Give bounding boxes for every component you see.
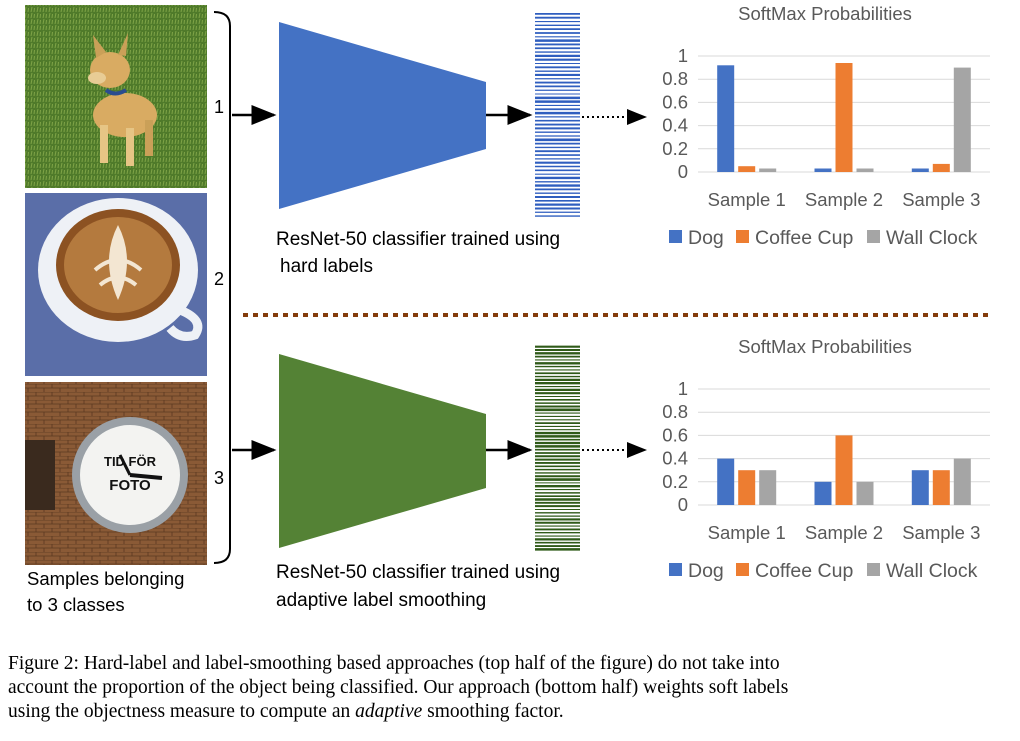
chart-bar-wall-clock (759, 470, 777, 505)
chart-ytick-label: 0.8 (662, 401, 688, 422)
caption-line-3-pre: using the objectness measure to compute … (8, 701, 356, 722)
chart-bar-wall-clock (953, 67, 971, 172)
classifier-caption-bottom-line1: ResNet-50 classifier trained using (276, 562, 560, 583)
chart-bar-wall-clock (759, 168, 777, 172)
label-vector-adaptive (535, 345, 580, 551)
legend-swatch-wall-clock (867, 563, 880, 576)
classifier-caption-top-line1: ResNet-50 classifier trained using (276, 229, 560, 250)
chart-bar-dog (814, 481, 832, 505)
caption-line-2: account the proportion of the object bei… (8, 677, 789, 698)
chart-bar-coffee-cup (835, 435, 853, 505)
chart-ytick-label: 0 (678, 494, 688, 515)
chart-ytick-label: 0.8 (662, 68, 688, 89)
caption-line-3-post: smoothing factor. (422, 701, 564, 722)
samples-bracket (213, 11, 231, 564)
caption-emphasis: adaptive (355, 701, 423, 722)
chart-category-label: Sample 2 (805, 189, 883, 210)
chart-bar-dog (717, 458, 735, 505)
legend-swatch-coffee-cup (736, 563, 749, 576)
chart-bar-wall-clock (856, 481, 874, 505)
softmax-chart-hard-labels: SoftMax Probabilities 00.20.4 0.60.81Sampl… (662, 3, 990, 249)
chart-bar-coffee-cup (738, 470, 756, 505)
legend-label-wall-clock: Wall Clock (886, 560, 978, 582)
chart-bar-coffee-cup (932, 163, 950, 172)
figure-caption: Figure 2: Hard-label and label-smoothing… (8, 652, 1013, 724)
chart-ytick-label: 0.6 (662, 91, 688, 112)
clock-text-top: TID FÖR (104, 454, 157, 469)
chart-ytick-label: 0.2 (662, 471, 688, 492)
chart-title: SoftMax Probabilities (738, 336, 912, 357)
chart-category-label: Sample 1 (708, 189, 786, 210)
clock-text-bottom: FOTO (109, 477, 151, 494)
figure-2: TID FÖR FOTO 1 2 3 Samples belonging to … (25, 3, 990, 615)
chart-ytick-label: 0.4 (662, 448, 688, 469)
chart-bar-dog (717, 65, 735, 172)
legend-label-dog: Dog (688, 560, 724, 582)
resnet-trapezoid-hard (279, 22, 486, 209)
resnet-trapezoid-adaptive (279, 354, 486, 548)
chart-bar-dog (911, 470, 929, 505)
chart-ytick-label: 1 (678, 378, 688, 399)
chart-ytick-label: 0.6 (662, 424, 688, 445)
sample-number-3: 3 (214, 468, 224, 488)
chart-category-label: Sample 2 (805, 522, 883, 543)
sample-number-1: 1 (214, 97, 224, 117)
classifier-caption-top-line2: hard labels (280, 256, 373, 277)
chart-bar-wall-clock (856, 168, 874, 172)
legend-swatch-coffee-cup (736, 230, 749, 243)
chart-ytick-label: 1 (678, 45, 688, 66)
legend-label-wall-clock: Wall Clock (886, 227, 978, 249)
caption-line-1: Figure 2: Hard-label and label-smoothing… (8, 653, 780, 674)
samples-caption-line2: to 3 classes (27, 594, 125, 615)
samples-caption-line1: Samples belonging (27, 568, 184, 589)
chart-ytick-label: 0 (678, 161, 688, 182)
legend-swatch-dog (669, 563, 682, 576)
chart-bar-coffee-cup (738, 166, 756, 172)
classifier-caption-bottom-line2: adaptive label smoothing (276, 590, 486, 611)
sample-image-wall-clock: TID FÖR FOTO (25, 382, 207, 565)
chart-ytick-label: 0.4 (662, 115, 688, 136)
chart-category-label: Sample 3 (902, 522, 980, 543)
legend-swatch-dog (669, 230, 682, 243)
chart-bar-dog (911, 168, 929, 172)
caption-line-3: using the objectness measure to compute … (8, 700, 1013, 724)
chart-bar-dog (814, 168, 832, 172)
sample-image-dog (25, 5, 207, 188)
legend-label-coffee-cup: Coffee Cup (755, 560, 853, 582)
chart-category-label: Sample 1 (708, 522, 786, 543)
legend-swatch-wall-clock (867, 230, 880, 243)
legend-label-dog: Dog (688, 227, 724, 249)
chart-title: SoftMax Probabilities (738, 3, 912, 24)
label-vector-hard (535, 12, 580, 218)
sample-image-coffee-cup (25, 193, 207, 376)
softmax-chart-adaptive: SoftMax Probabilities 00.20.4 0.60.81Sampl… (662, 336, 990, 582)
chart-bar-wall-clock (953, 458, 971, 505)
chart-ytick-label: 0.2 (662, 138, 688, 159)
label-vector-background (535, 12, 580, 218)
chart-category-label: Sample 3 (902, 189, 980, 210)
legend-label-coffee-cup: Coffee Cup (755, 227, 853, 249)
chart-bar-coffee-cup (932, 470, 950, 505)
chart-bar-coffee-cup (835, 63, 853, 172)
sample-number-2: 2 (214, 269, 224, 289)
